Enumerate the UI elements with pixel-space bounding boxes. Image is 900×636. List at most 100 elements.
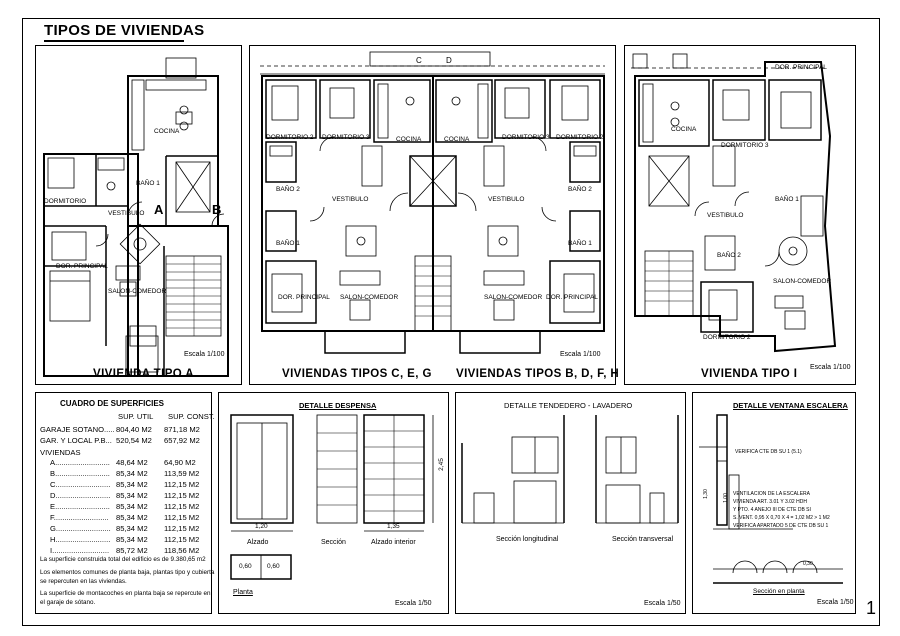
plan-title-tipo-a: VIVIENDA TIPO A	[93, 368, 194, 380]
cuadro-cell: GARAJE SOTANO.....	[40, 425, 115, 434]
cuadro-cell: 85,34 M2	[116, 524, 148, 533]
room-label: DOR. PRINCIPAL	[56, 263, 108, 270]
col-sup-const: SUP. CONST.	[168, 412, 215, 421]
room-label: SALON-COMEDOR	[484, 294, 543, 301]
cuadro-cell: 112,15 M2	[164, 513, 200, 522]
cuadro-cell: 112,15 M2	[164, 491, 200, 500]
room-label: COCINA	[444, 136, 470, 143]
despensa-title: DETALLE DESPENSA	[299, 401, 377, 410]
plan-title-tipos-ceg: VIVIENDAS TIPOS C, E, G	[282, 368, 432, 380]
room-label: DORMITORIO 3	[322, 134, 370, 141]
cuadro-cell: 85,34 M2	[116, 480, 148, 489]
room-label: SALON-COMEDOR	[340, 294, 399, 301]
scale-label: Escala 1/100	[560, 351, 601, 358]
room-label: COCINA	[154, 128, 180, 135]
verifica-label: VERIFICA CTE DB SU 1 (5.1)	[735, 449, 802, 455]
panel-cuadro-superficies: CUADRO DE SUPERFICIES SUP. UTIL SUP. CON…	[35, 392, 215, 614]
floor-plan-tipo-i	[631, 53, 837, 353]
room-label: VESTIBULO	[108, 210, 145, 217]
room-label: BAÑO 1	[775, 196, 799, 203]
marker-d: D	[446, 56, 452, 65]
room-label: BAÑO 2	[568, 186, 592, 193]
panel-detalle-ventana-escalera: DETALLE VENTANA ESCALERA VERIFICA CTE DB…	[692, 392, 856, 614]
cuadro-cell: 112,15 M2	[164, 502, 200, 511]
room-label: VESTIBULO	[488, 196, 525, 203]
marker-c: C	[416, 56, 422, 65]
scale-label: Escala 1/50	[644, 600, 681, 607]
dim-label: 0,30	[803, 561, 813, 567]
room-label: BAÑO 1	[568, 240, 592, 247]
marker-a: A	[154, 202, 164, 217]
cuadro-cell: 85,34 M2	[116, 469, 148, 478]
room-label: BAÑO 2	[276, 186, 300, 193]
dim-label: 0,60	[267, 563, 280, 570]
page-number: 1	[866, 598, 877, 618]
cuadro-cell: 871,18 M2	[164, 425, 200, 434]
view-label: Sección	[321, 539, 346, 546]
cuadro-cell: 112,15 M2	[164, 535, 200, 544]
room-label: DORMITORIO 2	[266, 134, 314, 141]
cuadro-title: CUADRO DE SUPERFICIES	[60, 399, 165, 408]
view-label: Sección transversal	[612, 536, 674, 543]
room-label: SALON-COMEDOR	[108, 288, 167, 295]
floor-plan-tipos-ceg-bdfh	[260, 51, 605, 354]
cuadro-cell: E..........................	[50, 502, 110, 511]
view-label: Planta	[233, 589, 253, 596]
view-label: Sección longitudinal	[496, 536, 559, 543]
ventana-note: Y PTO. 4 ANEJO III DE CTE DB SI	[733, 507, 811, 513]
cuadro-cell: 118,56 M2	[164, 546, 200, 555]
cuadro-cell: VIVIENDAS	[40, 448, 81, 457]
panel-viviendas-tipos-ceg-bdfh: DORMITORIO 2 DORMITORIO 3 COCINA COCINA …	[249, 45, 619, 385]
view-label: Alzado interior	[371, 539, 416, 546]
room-label: DOR. PRINCIPAL	[775, 64, 827, 71]
dim-label: 1,20	[255, 523, 268, 530]
scale-label: Escala 1/50	[817, 599, 854, 606]
cuadro-cell: 85,34 M2	[116, 491, 148, 500]
room-label: BAÑO 1	[276, 240, 300, 247]
ventana-note: VENTILACION DE LA ESCALERA	[733, 491, 810, 497]
cuadro-cell: 85,34 M2	[116, 502, 148, 511]
dim-label: 0,60	[239, 563, 252, 570]
cuadro-cell: B..........................	[50, 469, 110, 478]
ventana-note: VERIFICA APARTADO 5 DE CTE DB SU 1	[733, 523, 829, 529]
view-label: Sección en planta	[753, 588, 805, 595]
panel-vivienda-tipo-i: DOR. PRINCIPAL COCINA DORMITORIO 3 BAÑO …	[624, 45, 856, 385]
panel-vivienda-tipo-a: COCINA BAÑO 1 DORMITORIO VESTIBULO DOR. …	[35, 45, 242, 385]
cuadro-cell: 85,34 M2	[116, 513, 148, 522]
note-line: se repercuten en las viviendas.	[40, 578, 127, 585]
floor-plan-tipo-a	[43, 57, 229, 377]
tendedero-title: DETALLE TENDEDERO - LAVADERO	[504, 401, 633, 410]
plan-title-tipo-i: VIVIENDA TIPO I	[701, 368, 798, 380]
room-label: BAÑO 1	[136, 180, 160, 187]
room-label: DOR. PRINCIPAL	[546, 294, 598, 301]
marker-b: B	[212, 202, 222, 217]
room-label: DORMITORIO	[44, 198, 87, 205]
room-label: DOR. PRINCIPAL	[278, 294, 330, 301]
despensa-drawing	[230, 414, 434, 580]
drawing-sheet-frame	[22, 18, 880, 626]
ventana-drawing	[699, 414, 843, 584]
tendedero-drawing	[461, 415, 679, 524]
cuadro-cell: 64,90 M2	[164, 458, 196, 467]
cuadro-cell: F..........................	[50, 513, 109, 522]
panel-detalle-despensa: DETALLE DESPENSA 1,20 1,35 2,45 0,60 0,6…	[218, 392, 449, 614]
cuadro-cell: 520,54 M2	[116, 436, 152, 445]
cuadro-cell: I...........................	[50, 546, 110, 555]
cuadro-cell: A..........................	[50, 458, 110, 467]
dim-label: 1,35	[387, 523, 400, 530]
title-underline	[44, 40, 184, 42]
note-line: Los elementos comunes de planta baja, pl…	[40, 569, 215, 576]
cuadro-cell: 85,34 M2	[116, 535, 148, 544]
note-line: La superficie de montacoches en planta b…	[40, 590, 211, 597]
cuadro-cell: 112,15 M2	[164, 524, 200, 533]
dim-label: 2,45	[437, 458, 445, 471]
scale-label: Escala 1/100	[810, 364, 851, 371]
ventana-title: DETALLE VENTANA ESCALERA	[733, 401, 848, 410]
cuadro-cell: 85,72 M2	[116, 546, 148, 555]
room-label: VESTIBULO	[707, 212, 744, 219]
cuadro-cell: 112,15 M2	[164, 480, 200, 489]
room-label: COCINA	[671, 126, 697, 133]
cuadro-cell: 48,64 M2	[116, 458, 148, 467]
col-sup-util: SUP. UTIL	[118, 412, 154, 421]
view-label: Alzado	[247, 539, 269, 546]
